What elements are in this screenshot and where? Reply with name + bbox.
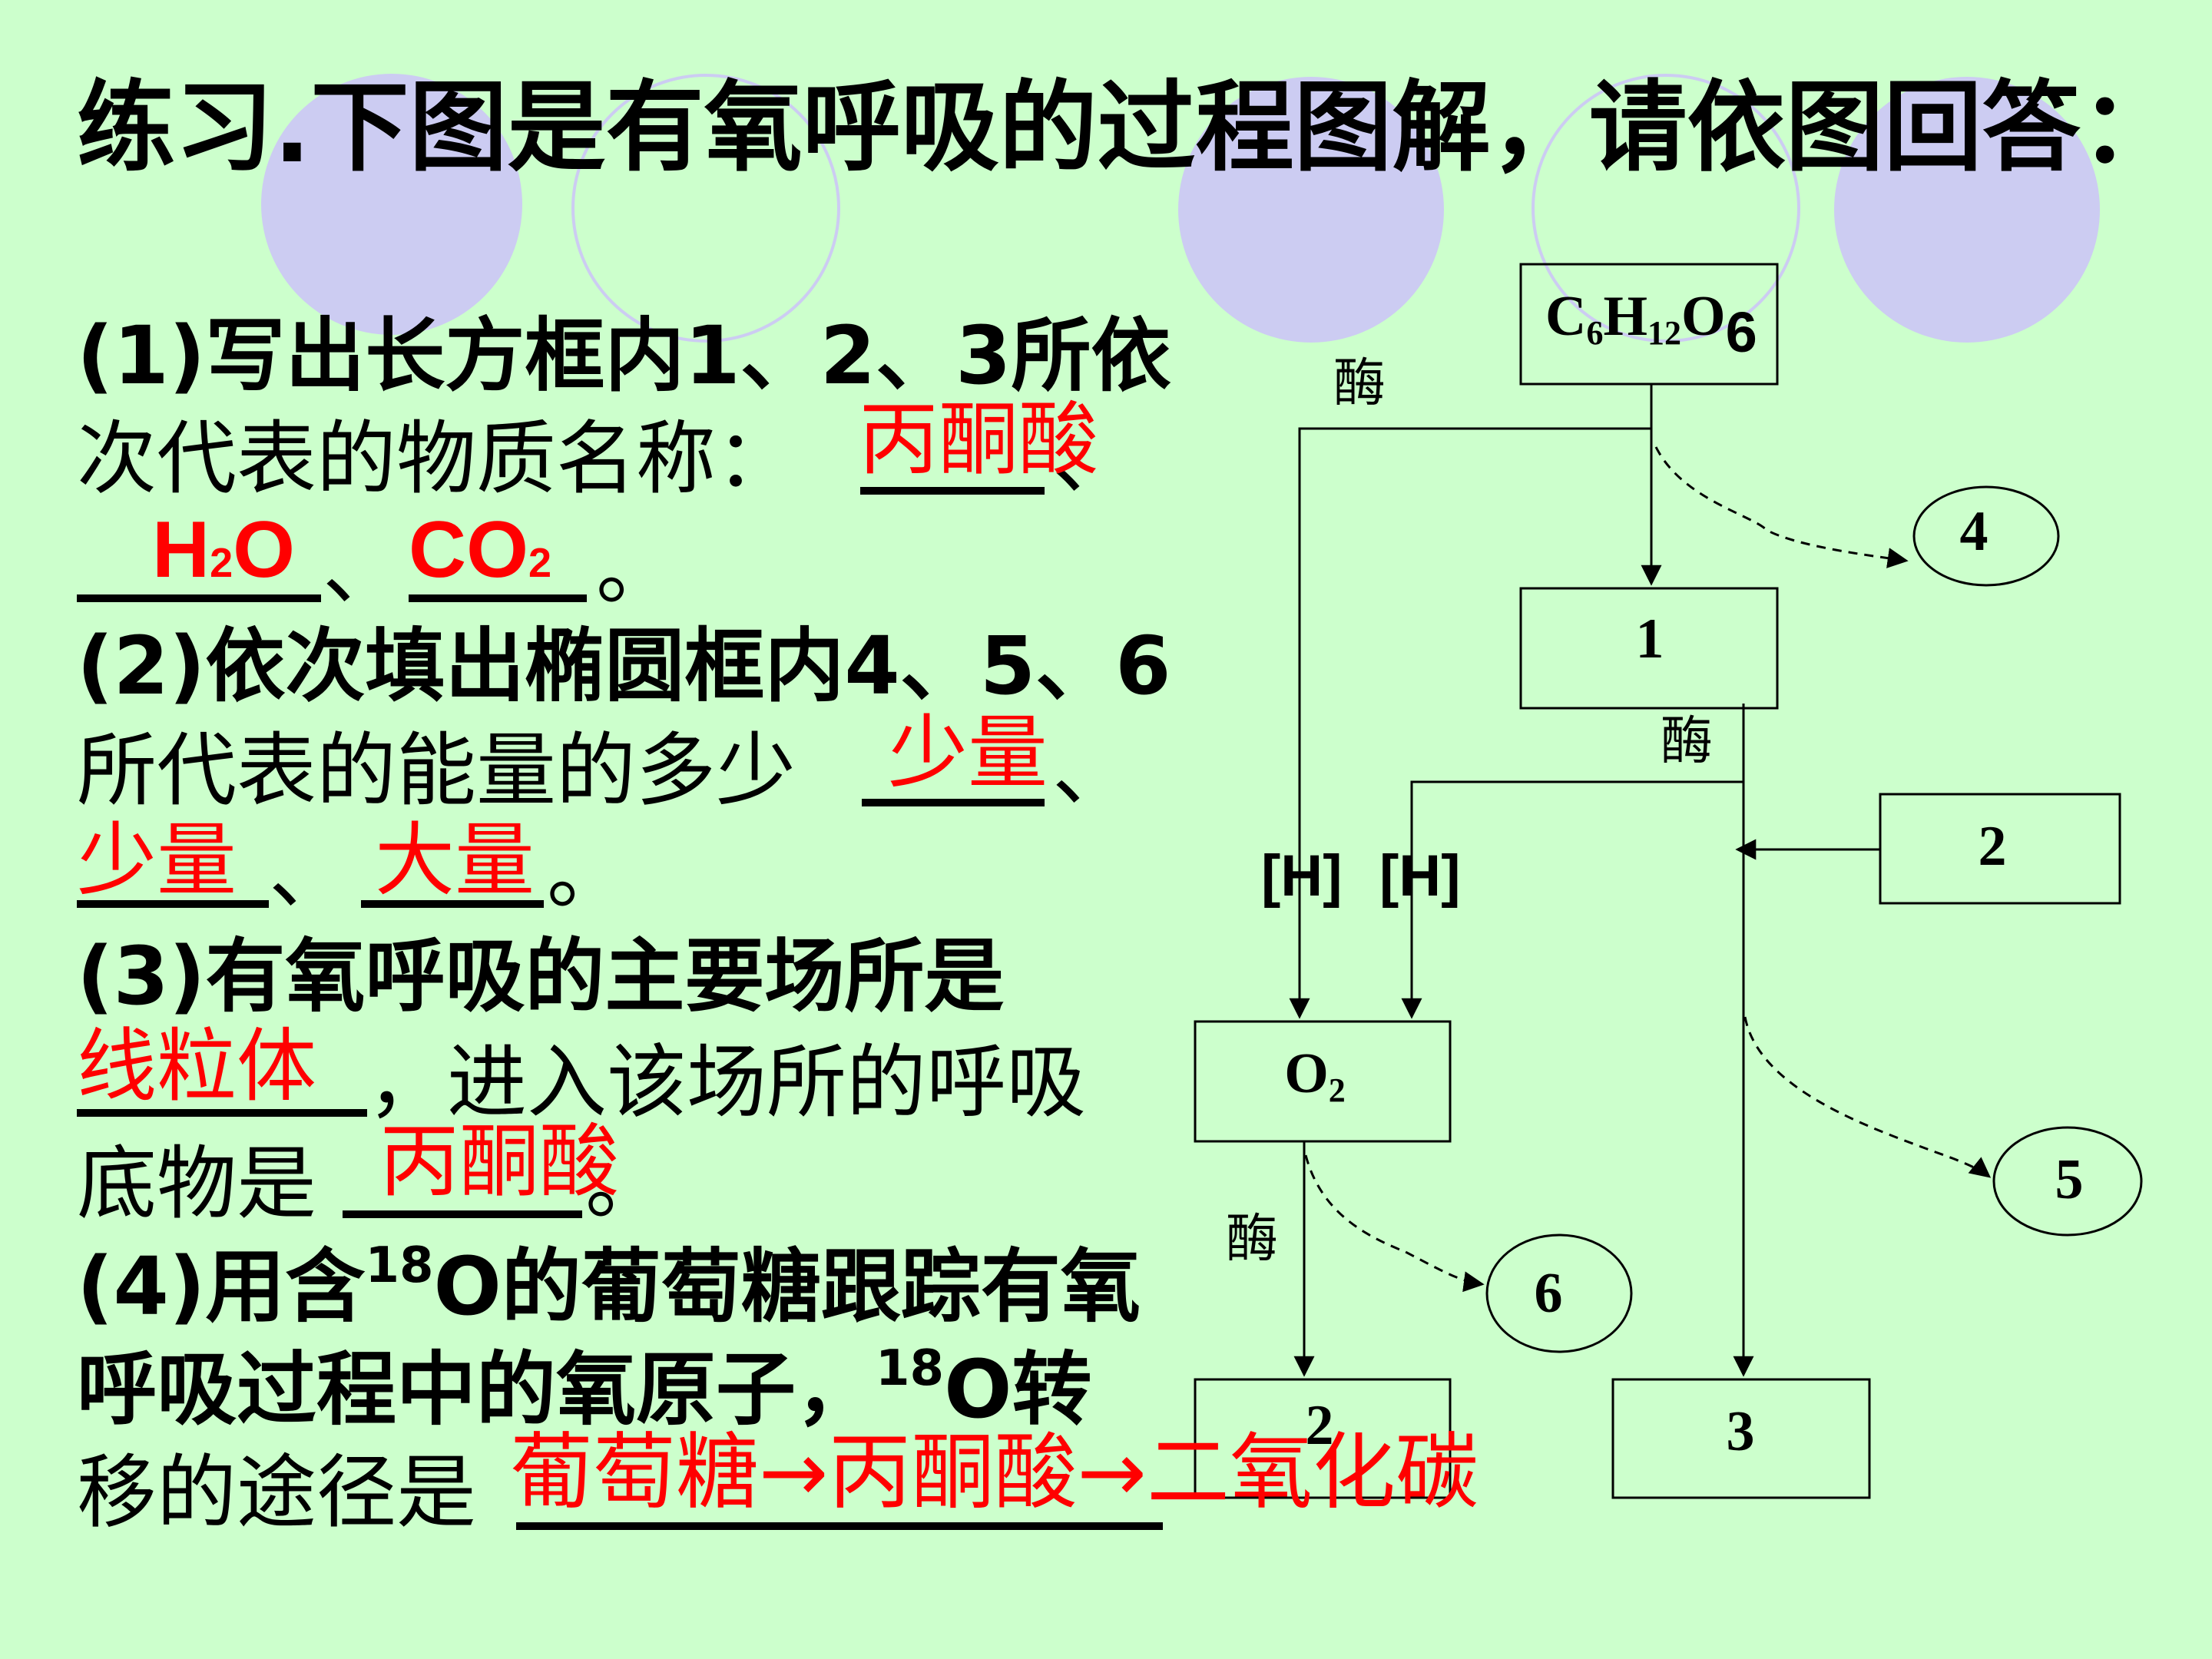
q1-answer-2: H2O [152, 504, 295, 609]
q1-end: 。 [596, 522, 677, 616]
q1-answer-3-co: CO [409, 505, 528, 594]
q1-answer-1: 丙酮酸 [859, 392, 1099, 486]
q4-line3: 移的途径是 [77, 1445, 477, 1539]
q2-line2: 所代表的能量的多少 [77, 724, 796, 817]
enzyme-label-2: 酶 [1661, 711, 1713, 772]
q4-blank [516, 1522, 1163, 1530]
box-3 [1611, 1378, 1871, 1499]
ellipse-5 [1992, 1126, 2143, 1237]
h-label-right: [H] [1379, 843, 1461, 909]
q3-answer-site: 线粒体 [77, 1019, 317, 1113]
q2-line1: (2)依次填出椭圆框内4、5、6 [77, 619, 1171, 713]
q4-line1: (4)用含18O的葡萄糖跟踪有氧 [77, 1237, 1141, 1348]
ellipse-6-label: 6 [1535, 1262, 1563, 1325]
q2-blank-2 [77, 900, 269, 908]
q4-line1-b: O的葡萄糖跟踪有氧 [433, 1240, 1141, 1333]
q2-answer-5: 少量 [77, 813, 237, 907]
q1-blank-3 [409, 594, 587, 602]
q1-line2: 次代表的物质名称： [77, 409, 796, 508]
glucose-c: C [1545, 285, 1586, 348]
q4-line2: 呼吸过程中的氧原子，18O转 [77, 1339, 1092, 1451]
q3-blank-2 [343, 1210, 582, 1218]
glucose-formula: C6H12O6 [1545, 285, 1757, 364]
o2-sub: 2 [1329, 1071, 1346, 1109]
box-1-label: 1 [1636, 608, 1664, 671]
box-1 [1519, 587, 1779, 710]
glucose-h-sub: 12 [1647, 314, 1681, 352]
q4-line2-a: 呼吸过程中的氧原子， [77, 1343, 876, 1436]
box-o2 [1194, 1020, 1452, 1143]
q1-sep1: 、 [1052, 412, 1133, 505]
glucose-h: H [1603, 285, 1647, 348]
q2-sep2: 、 [269, 826, 349, 920]
decor-circle-5 [1834, 77, 2100, 343]
q2-sep1: 、 [1052, 724, 1133, 817]
enzyme-label-1: 酶 [1333, 353, 1386, 414]
left-h-line [1289, 427, 1651, 1019]
energy-5-dashed-arrow [1743, 1016, 1992, 1178]
q3-answer-substrate: 丙酮酸 [379, 1114, 620, 1208]
decor-ring-2 [571, 74, 840, 343]
decor-circle-3 [1178, 77, 1444, 343]
q1-line1: (1)写出长方框内1、2、3所依 [77, 309, 1171, 402]
enzyme-label-3: 酶 [1226, 1209, 1278, 1270]
ellipse-4-label: 4 [1960, 500, 1988, 563]
q1-answer-2-o: O [233, 505, 296, 594]
q3-line2: ，进入该场所的呼吸 [367, 1035, 1087, 1129]
q1-blank-2 [77, 594, 321, 602]
q3-end: 。 [585, 1137, 666, 1230]
decor-circle-1 [261, 74, 522, 335]
glucose-c-sub: 6 [1586, 314, 1603, 352]
q1-answer-2-sub: 2 [210, 540, 233, 586]
box-2-right-label: 2 [1979, 815, 2007, 878]
q2-blank-1 [862, 799, 1045, 806]
q3-line3: 底物是 [77, 1137, 317, 1230]
q1-answer-3: CO2 [409, 504, 551, 609]
box-2-bottom-label: 2 [1306, 1394, 1334, 1457]
glucose-box [1519, 263, 1779, 386]
q1-sep2: 、 [323, 522, 403, 616]
q3-blank-1 [77, 1109, 367, 1117]
box-2-bottom [1194, 1378, 1452, 1499]
q1-answer-3-sub: 2 [528, 540, 552, 586]
q1-blank-1 [860, 487, 1045, 495]
glucose-o: O [1681, 285, 1726, 348]
ellipse-5-label: 5 [2055, 1148, 2084, 1211]
q3-line1: (3)有氧呼吸的主要场所是 [77, 929, 1005, 1023]
energy-6-dashed-arrow [1304, 1154, 1485, 1293]
q1-line2-text: 次代表的物质名称： [77, 412, 796, 505]
q4-line1-a: (4)用含 [77, 1240, 366, 1333]
energy-4-dashed-arrow [1654, 446, 1909, 568]
q4-line2-b: O转 [944, 1343, 1092, 1436]
q4-answer: 葡萄糖→丙酮酸→二氧化碳 [510, 1425, 1479, 1521]
q1-answer-2-h: H [152, 505, 210, 594]
q2-blank-3 [361, 900, 544, 908]
ellipse-4 [1912, 485, 2060, 587]
box-3-label: 3 [1727, 1400, 1755, 1463]
o2-o: O [1284, 1042, 1329, 1105]
page-title: 练习.下图是有氧呼吸的过程图解，请依图回答： [77, 71, 2179, 185]
h-label-left: [H] [1261, 843, 1343, 909]
ellipse-6 [1485, 1233, 1633, 1353]
q4-line1-sup: 18 [365, 1237, 434, 1294]
q2-answer-6: 大量 [375, 813, 535, 907]
decor-ring-4 [1532, 74, 1800, 343]
q4-line2-sup: 18 [876, 1340, 945, 1397]
o2-label: O2 [1284, 1042, 1346, 1109]
glucose-o-sub: 6 [1726, 300, 1757, 364]
q2-answer-4: 少量 [888, 706, 1048, 800]
q2-end: 。 [547, 826, 628, 920]
right-h-line [1401, 780, 1743, 1019]
